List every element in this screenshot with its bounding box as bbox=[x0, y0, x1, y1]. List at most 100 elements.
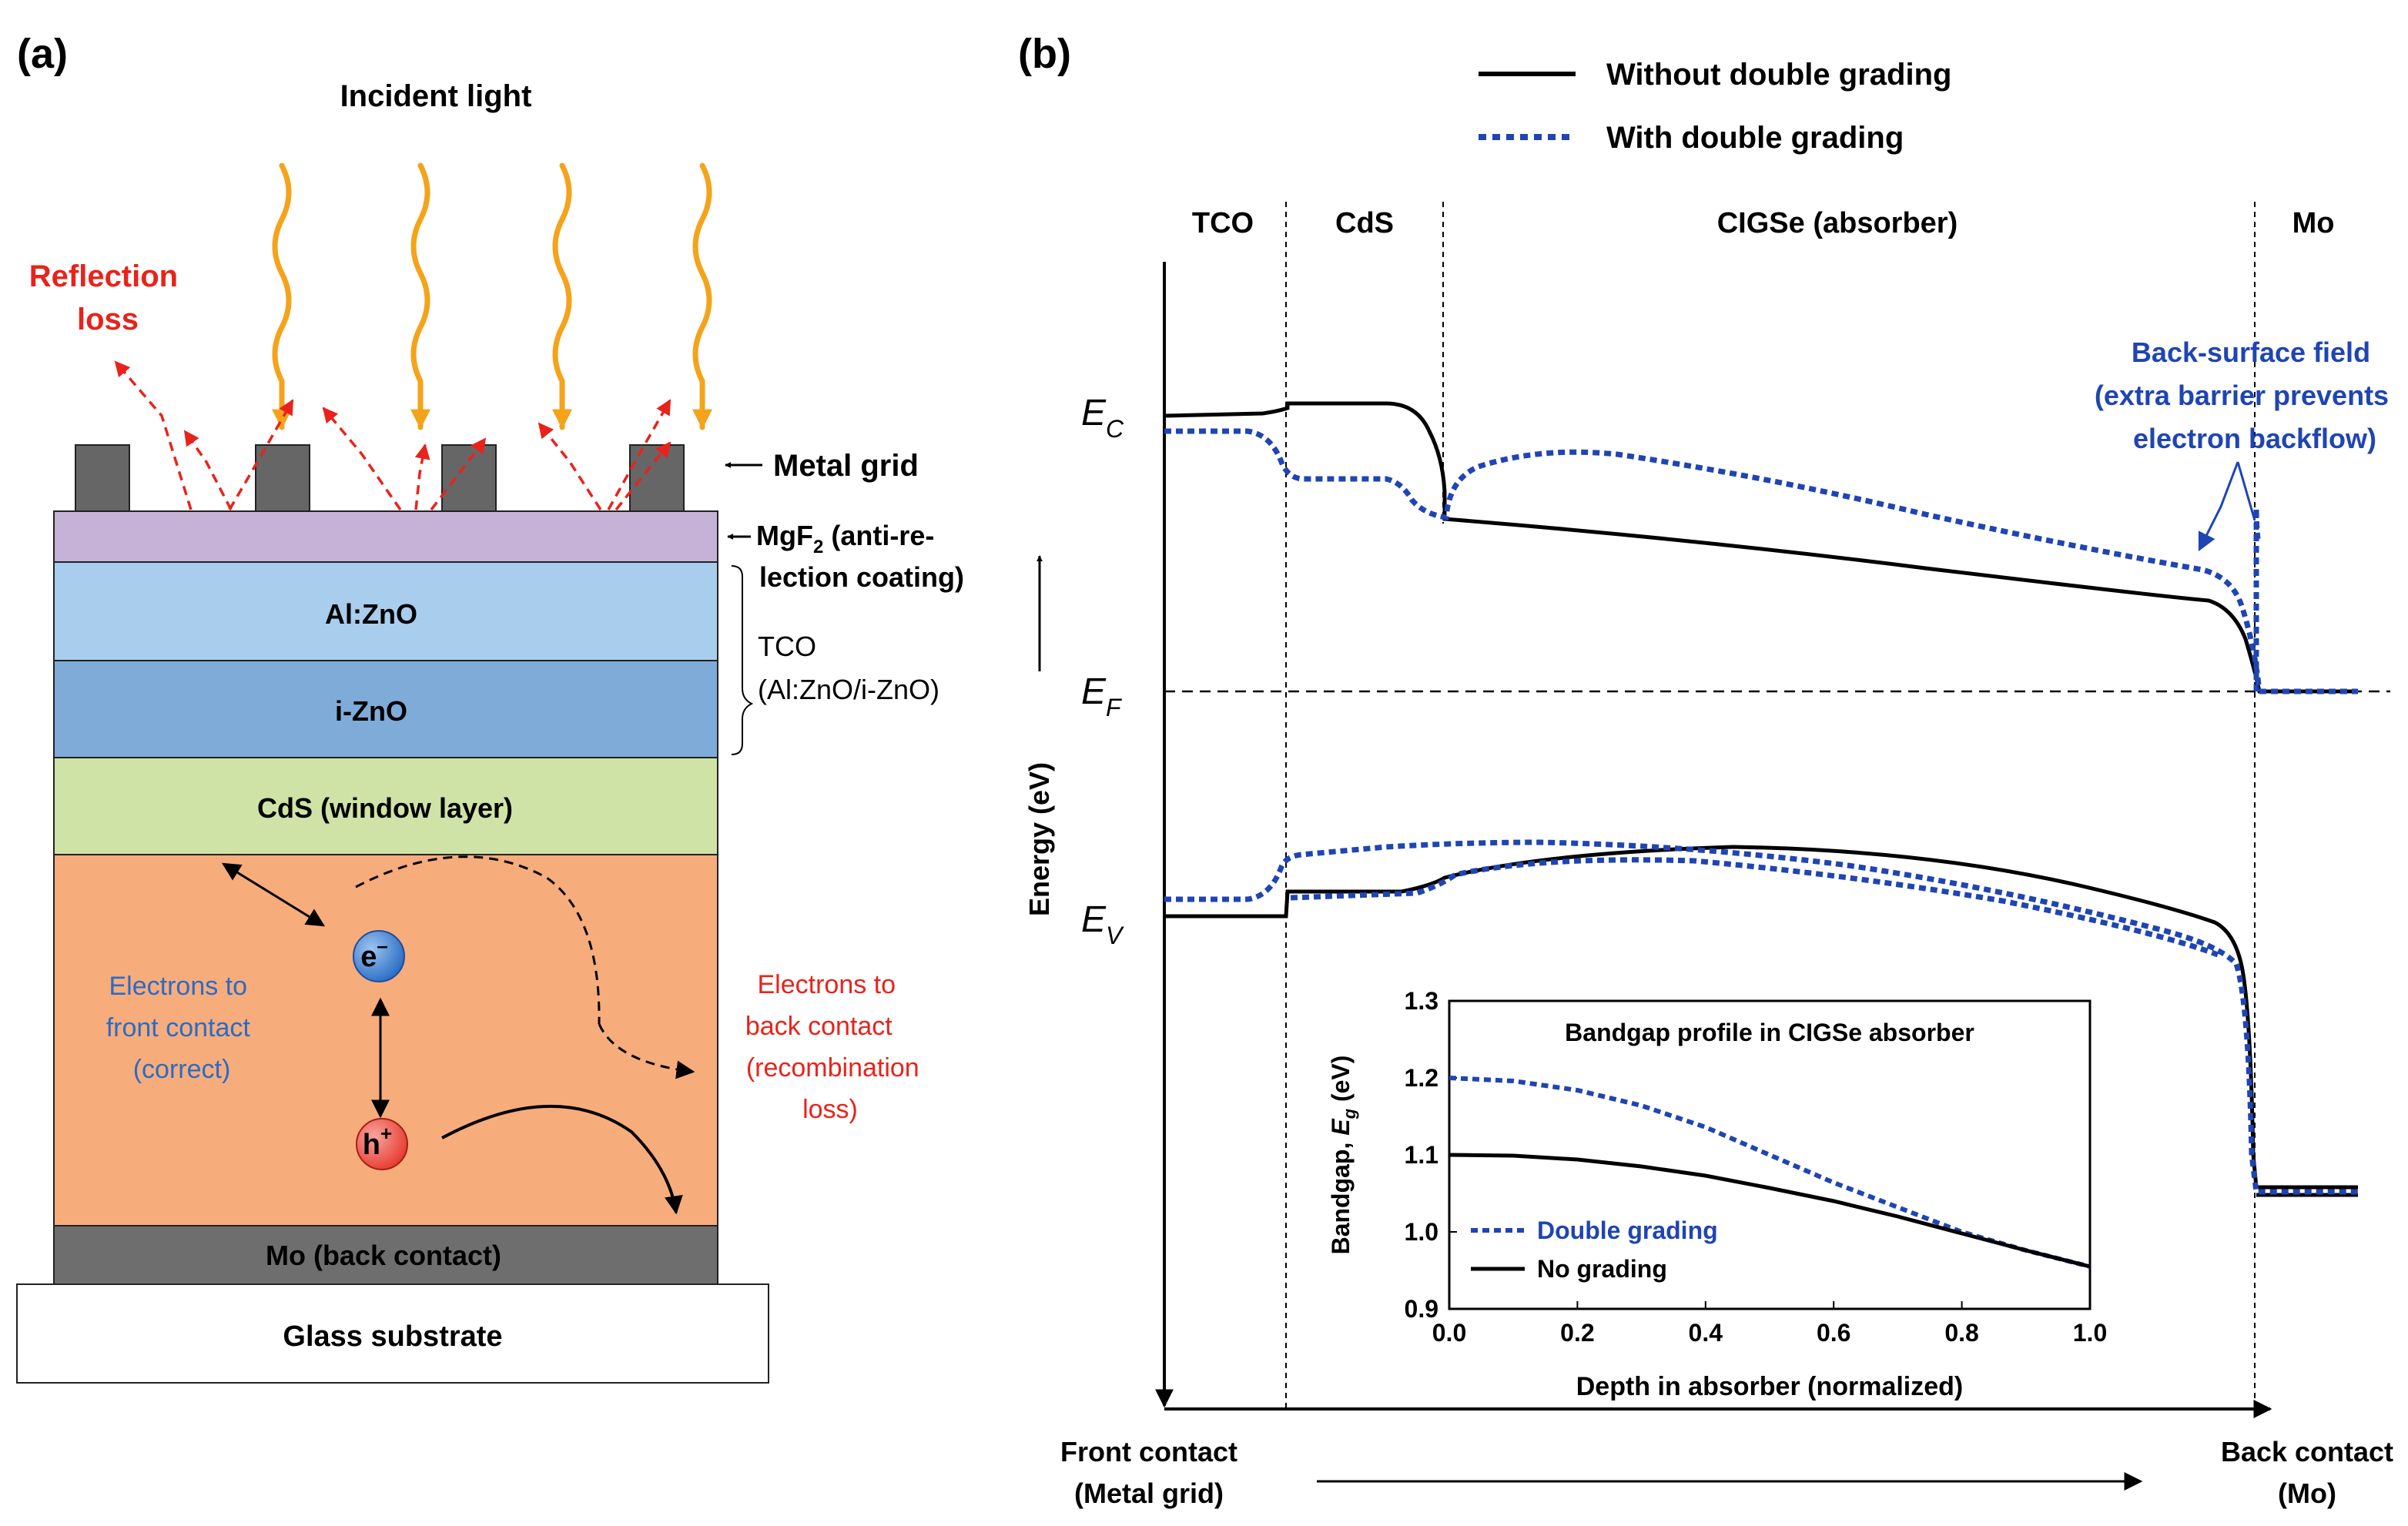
reflection-loss-label: Reflection loss bbox=[29, 259, 186, 336]
cds-layer bbox=[53, 757, 718, 855]
conduction-band-dotted bbox=[1164, 428, 2262, 692]
electrons-front-line: front contact bbox=[106, 1013, 251, 1042]
series-line-no-grading bbox=[1448, 1153, 2091, 1269]
electron-letter: e bbox=[360, 941, 377, 973]
region-cigse: CIGSe (absorber) bbox=[1717, 207, 1958, 239]
electron-charge: – bbox=[377, 934, 387, 957]
inset-plot-frame bbox=[1448, 999, 2092, 1310]
electrons-back-line: loss) bbox=[802, 1095, 858, 1124]
front-contact-sub: (Metal grid) bbox=[1074, 1477, 1224, 1509]
alzno-layer-label: Al:ZnO bbox=[325, 598, 417, 630]
reflection-arrow bbox=[183, 430, 233, 510]
conduction-band-solid bbox=[1164, 401, 2358, 694]
x-tick-label: 0.6 bbox=[1817, 1319, 1850, 1347]
mgf2-label: MgF2 (anti-re- bbox=[756, 520, 934, 557]
glass-substrate-layer bbox=[16, 1283, 769, 1384]
incident-light-label: Incident light bbox=[340, 79, 532, 113]
bsf-line: electron backflow) bbox=[2133, 423, 2376, 454]
mo-layer-label: Mo (back contact) bbox=[266, 1240, 501, 1271]
hole-letter: h bbox=[363, 1129, 380, 1161]
legend-with-grading: With double grading bbox=[1606, 121, 1904, 155]
electrons-back-line: back contact bbox=[745, 1012, 893, 1041]
bsf-line: Back-surface field bbox=[2132, 336, 2370, 368]
hole-icon bbox=[356, 1118, 408, 1170]
y-tick-label: 1.1 bbox=[1405, 1141, 1438, 1169]
hole-symbol: h+ bbox=[363, 1122, 392, 1161]
bands-with-grading bbox=[1164, 428, 2358, 1195]
mgf2-subscript: 2 bbox=[813, 537, 823, 557]
electrons-back-label: Electrons to back contact (recombination… bbox=[745, 970, 926, 1124]
back-surface-field-label: Back-surface field (extra barrier preven… bbox=[2095, 336, 2396, 454]
light-ray-arrow bbox=[552, 162, 572, 430]
ec-subscript: C bbox=[1106, 415, 1124, 443]
back-surface-spike-dotted bbox=[2253, 507, 2261, 691]
reflection-arrow bbox=[538, 422, 602, 510]
x-tick-label: 0.2 bbox=[1560, 1319, 1594, 1347]
reflection-loss-line: Reflection bbox=[29, 259, 178, 293]
bsf-line: (extra barrier prevents bbox=[2095, 380, 2389, 411]
reflection-arrow bbox=[414, 443, 430, 510]
energy-axis-label: Energy (eV) bbox=[1023, 762, 1055, 916]
ef-subscript: F bbox=[1106, 694, 1123, 721]
mgf2-label-line2: lection coating) bbox=[759, 561, 964, 593]
electrons-back-line: Electrons to bbox=[758, 970, 896, 999]
tco-label-sub: (Al:ZnO/i-ZnO) bbox=[758, 674, 939, 705]
valence-band-dotted-lower bbox=[1290, 857, 2219, 958]
izno-layer bbox=[53, 660, 718, 758]
reflection-loss-line: loss bbox=[77, 303, 139, 336]
tco-label: TCO bbox=[758, 631, 816, 662]
x-tick-label: 1.0 bbox=[2073, 1319, 2107, 1347]
ec-symbol: E bbox=[1081, 393, 1107, 433]
metal-grid-finger bbox=[255, 444, 310, 512]
electron-icon bbox=[353, 930, 405, 982]
ylabel-symbol: E bbox=[1327, 1118, 1355, 1136]
electrons-front-line: Electrons to bbox=[109, 972, 248, 1001]
back-contact-label: Back contact bbox=[2221, 1436, 2393, 1467]
legend-label: No grading bbox=[1537, 1255, 1667, 1283]
x-tick-label: 0.0 bbox=[1432, 1319, 1466, 1347]
panel-b: (b) Without double grading With double g… bbox=[1018, 31, 2396, 1509]
incident-light-rays bbox=[272, 162, 712, 430]
ev-label: EV bbox=[1081, 899, 1124, 949]
electrons-front-label: Electrons to front contact (correct) bbox=[106, 972, 258, 1084]
bsf-arrow-left bbox=[2198, 461, 2239, 552]
ylabel-subscript: g bbox=[1340, 1108, 1359, 1119]
light-ray-arrow bbox=[272, 162, 292, 430]
cds-layer-label: CdS (window layer) bbox=[257, 792, 513, 824]
light-ray-arrow bbox=[692, 162, 712, 430]
ev-subscript: V bbox=[1106, 922, 1124, 949]
reflection-arrows bbox=[114, 360, 671, 511]
region-mo: Mo bbox=[2292, 207, 2335, 239]
glass-substrate-label: Glass substrate bbox=[283, 1320, 502, 1353]
reflection-arrow bbox=[607, 399, 671, 510]
ec-label: EC bbox=[1081, 393, 1124, 443]
y-tick-label: 1.3 bbox=[1405, 987, 1438, 1015]
region-tco: TCO bbox=[1192, 207, 1254, 239]
carrier-motion-arrow bbox=[221, 862, 326, 927]
reflection-arrow bbox=[228, 399, 294, 510]
ef-label: EF bbox=[1081, 671, 1123, 721]
metal-grid-finger bbox=[75, 444, 130, 512]
electron-path-dashed bbox=[355, 855, 601, 1025]
region-cds: CdS bbox=[1335, 207, 1394, 239]
inset-x-axis-label: Depth in absorber (normalized) bbox=[1576, 1372, 1964, 1401]
y-tick-label: 1.0 bbox=[1405, 1218, 1438, 1246]
hole-path-arrow bbox=[441, 1104, 683, 1215]
inset-series bbox=[1448, 1076, 2091, 1269]
back-contact-sub: (Mo) bbox=[2278, 1477, 2336, 1509]
bandgap-inset-chart: Bandgap profile in CIGSe absorber Depth … bbox=[1327, 987, 2107, 1401]
hole-charge: + bbox=[380, 1122, 392, 1145]
reflection-arrow bbox=[430, 437, 487, 511]
bsf-arrow-right bbox=[2236, 461, 2256, 521]
y-tick-label: 1.2 bbox=[1405, 1064, 1438, 1092]
electrons-front-line: (correct) bbox=[133, 1055, 231, 1084]
reflection-arrow bbox=[615, 441, 671, 511]
inset-title: Bandgap profile in CIGSe absorber bbox=[1565, 1019, 1974, 1046]
reflection-arrow bbox=[322, 407, 402, 510]
series-line-double-grading bbox=[1448, 1076, 2091, 1269]
reflection-arrow bbox=[114, 360, 193, 510]
electron-back-arrow bbox=[598, 1023, 695, 1079]
